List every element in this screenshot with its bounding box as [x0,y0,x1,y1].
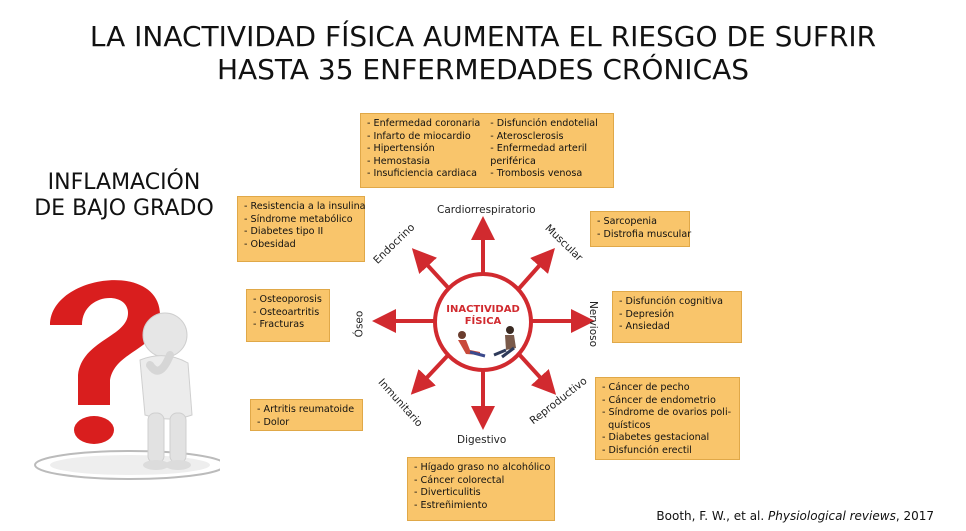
box-reproductivo: - Cáncer de pecho - Cáncer de endometrio… [595,377,740,460]
list-item: - Enfermedad coronaria [367,118,481,129]
list-item: - Disfunción erectil [602,444,692,456]
arrow-inmunitario [410,350,453,395]
title-line-1: LA INACTIVIDAD FÍSICA AUMENTA EL RIESGO … [89,20,877,53]
list-item: - Distrofia muscular [597,228,692,240]
box-endocrino: - Resistencia a la insulina - Síndrome m… [237,196,366,262]
list-item: - Cáncer de pecho [602,382,690,393]
side-heading-line-2: DE BAJO GRADO [34,196,214,221]
box-cardio-col-1: - Enfermedad coronaria - Infarto de mioc… [367,118,480,183]
box-inmunitario: - Artritis reumatoide - Dolor [250,399,363,431]
question-mark-dot [74,416,114,444]
list-item: - Trombosis venosa [490,168,583,180]
center-label-line-1: INACTIVIDAD [446,304,520,315]
list-item: - Ansiedad [619,321,670,333]
list-item: - Obesidad [244,238,296,250]
list-item: - Cáncer colorectal [414,474,505,486]
list-item: - Infarto de miocardio [367,130,471,142]
center-label-line-2: FÍSICA [465,314,502,327]
box-oseo: - Osteoporosis - Osteoartritis - Fractur… [246,289,330,342]
list-item: - Hígado graso no alcohólico [414,462,551,473]
arrow-muscular [513,248,555,295]
label-cardiorespiratorio: Cardiorrespiratorio [437,204,536,216]
label-digestivo: Digestivo [457,434,507,446]
box-cardiorespiratorio: - Enfermedad coronaria - Infarto de mioc… [360,113,614,188]
list-item: - Osteoporosis [253,294,322,305]
box-nervioso: - Disfunción cognitiva - Depresión - Ans… [612,291,742,343]
list-item: - Hipertensión [367,143,435,155]
list-item: - Disfunción endotelial [490,118,598,129]
box-muscular: - Sarcopenia - Distrofia muscular [590,211,692,247]
list-item: - Síndrome metabólico [244,213,353,225]
list-item: - Sarcopenia [597,216,657,227]
list-item: - Síndrome de ovarios poli- [602,407,732,419]
label-nervioso: Nervioso [587,300,600,348]
box-cardio-col-2: - Disfunción endotelial - Aterosclerosis… [490,118,598,183]
question-mark-shape [50,280,160,405]
list-item: - Estreñimiento [414,499,488,511]
list-item: - Diverticulitis [414,487,481,499]
arrow-reproductivo [515,350,557,395]
citation-year: , 2017 [895,509,934,523]
sitting-people-icon [458,326,516,359]
list-item: - Diabetes tipo II [244,226,324,238]
list-item: - Osteoartritis [253,306,320,318]
citation-journal: Physiological reviews [768,509,896,523]
list-item: - Insuficiencia cardiaca [367,168,478,180]
list-item: - Depresión [619,308,675,320]
citation: Booth, F. W., et al. Physiological revie… [656,509,934,523]
list-item: - Artritis reumatoide [257,404,355,415]
thinking-person-with-question-mark-icon [34,280,220,480]
list-item: - Cáncer de endometrio [602,394,716,406]
list-item: - Dolor [257,416,290,428]
list-item: - Aterosclerosis [490,130,564,142]
list-item: - Diabetes gestacional [602,432,710,444]
list-item: - Disfunción cognitiva [619,296,724,307]
box-digestivo: - Hígado graso no alcohólico - Cáncer co… [407,457,555,521]
list-item: - Fracturas [253,319,305,331]
list-item: - Resistencia a la insulina [244,201,366,212]
side-heading-line-1: INFLAMACIÓN [47,170,201,195]
page-title: LA INACTIVIDAD FÍSICA AUMENTA EL RIESGO … [0,20,966,86]
list-item: quísticos [602,419,651,431]
label-oseo: Óseo [353,310,366,338]
list-item: - Hemostasia [367,155,431,167]
side-heading: INFLAMACIÓN DE BAJO GRADO [14,170,234,222]
title-line-2: HASTA 35 ENFERMEDADES CRÓNICAS [216,53,750,86]
list-item: - Enfermedad arteril [490,143,588,155]
list-item: periférica [490,155,536,167]
citation-authors: Booth, F. W., et al. [656,509,769,523]
